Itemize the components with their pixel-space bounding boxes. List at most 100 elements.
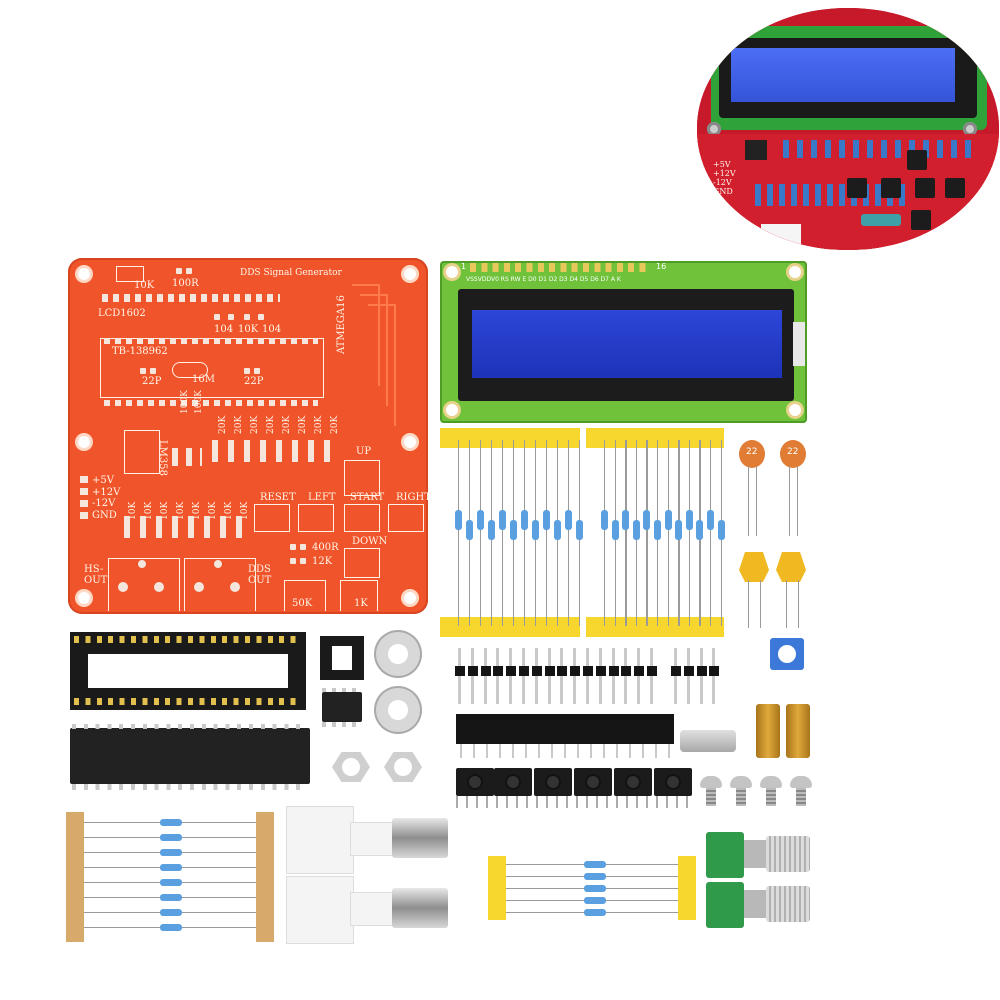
screw-thread (736, 788, 746, 806)
label-50k: 50K (292, 598, 313, 609)
female-header-pins (460, 744, 670, 758)
mcu-pads-top (104, 338, 318, 344)
lcd-header-pads (470, 263, 650, 272)
pcb-board: DDS Signal Generator 10K 100R LCD1602 10… (68, 258, 431, 614)
lead (756, 466, 758, 536)
lcd-mount-hole (789, 266, 801, 278)
standoff (786, 704, 810, 758)
label-20k: 20K (218, 415, 228, 434)
trimpot-outline (116, 266, 144, 282)
resistor (160, 879, 182, 886)
ic-socket-opening (88, 654, 288, 688)
crystal-outline (172, 362, 208, 378)
power-label: +12V (92, 486, 121, 498)
resistor (160, 819, 182, 826)
inset-power-labels: +5V +12V -12V GND (713, 160, 736, 196)
chip-pins (322, 688, 362, 692)
hs-out-outline (108, 558, 180, 611)
crystal (680, 730, 736, 752)
lead (748, 466, 750, 536)
header-plastic (480, 666, 491, 676)
tape-left-small (488, 856, 506, 920)
tape-left (66, 812, 84, 942)
inset-label: GND (713, 187, 733, 196)
pad (254, 368, 260, 374)
header-plastic (647, 666, 657, 676)
label-22p-right: 22P (244, 376, 264, 387)
header-plastic (557, 666, 568, 676)
button-legs (456, 796, 692, 808)
inset-button (915, 178, 935, 198)
header-pin (509, 648, 513, 704)
inset-screw (707, 122, 721, 136)
dds-out-outline (184, 558, 256, 611)
socket-contacts (74, 636, 302, 643)
pot-shaft (766, 886, 810, 922)
ic-socket-opening (332, 646, 352, 670)
nut-hole (394, 758, 412, 776)
pad (150, 368, 156, 374)
resistor-lead (568, 440, 570, 626)
label-up: UP (356, 446, 372, 457)
header-pin (458, 648, 461, 704)
board-title: DDS Signal Generator (240, 268, 342, 278)
resistor (160, 909, 182, 916)
resistor (584, 861, 606, 868)
mounting-hole (78, 268, 90, 280)
mounting-hole (78, 592, 90, 604)
resistor (466, 520, 473, 540)
resistor (510, 520, 517, 540)
header-pin (483, 648, 487, 704)
label-20k: 20K (234, 415, 244, 434)
inset-label: -12V (713, 178, 732, 187)
resistor (685, 510, 693, 530)
label-lcd1602: LCD1602 (98, 308, 146, 319)
lead (760, 580, 762, 628)
header-pin (598, 648, 602, 704)
resistor-lead (667, 440, 669, 626)
pot-bushing (744, 840, 766, 868)
screw (730, 776, 752, 788)
label-20k: 20K (282, 415, 292, 434)
resistor (717, 520, 725, 540)
label-atmega16: ATMEGA16 (336, 295, 347, 354)
header-pin (547, 648, 551, 704)
pot-50k-outline (284, 580, 326, 611)
resistor (477, 510, 484, 530)
label-start: START (350, 492, 385, 503)
resistor (521, 510, 528, 530)
bnc-connector-neck (350, 892, 394, 926)
label-left: LEFT (308, 492, 336, 503)
bnc-connector-barrel (392, 818, 448, 858)
header-pin (611, 648, 615, 704)
resistor-lead (546, 440, 548, 626)
label-hs-out: HS- OUT (84, 564, 108, 586)
pad (244, 368, 250, 374)
resistor (565, 510, 572, 530)
resistor (707, 510, 714, 530)
inset-resistor-row (783, 140, 973, 158)
pot-bushing (744, 890, 766, 918)
pad (258, 314, 264, 320)
pad (244, 314, 250, 320)
screw (700, 776, 722, 788)
pads (172, 448, 202, 466)
header-plastic (634, 666, 645, 676)
lead (748, 580, 750, 628)
mounting-hole (404, 436, 416, 448)
lcd-pin1-label: 1 (461, 262, 467, 271)
resistor (664, 510, 672, 530)
pot-shaft (766, 836, 810, 872)
button-reset-outline (254, 504, 290, 532)
button-left-outline (298, 504, 334, 532)
pad (214, 314, 220, 320)
button-cap (467, 774, 483, 790)
resistor (584, 885, 606, 892)
label-20k: 20K (330, 415, 340, 434)
header-pin (712, 648, 716, 704)
resistor (543, 510, 550, 530)
nut-hole (342, 758, 360, 776)
inset-button (907, 150, 927, 170)
female-pin-header (456, 714, 674, 744)
label-100k: 100K (180, 390, 190, 414)
